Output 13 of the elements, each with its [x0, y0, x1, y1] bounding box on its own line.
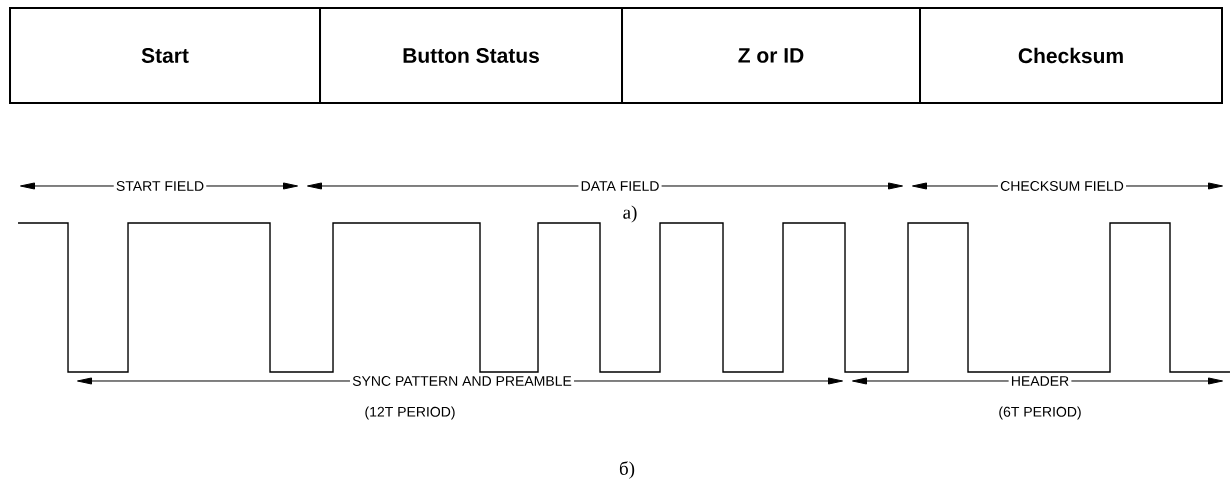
dimension-label: CHECKSUM FIELD	[998, 179, 1126, 193]
dimension-label: DATA FIELD	[578, 179, 662, 193]
dimension-label: HEADER	[1008, 374, 1072, 388]
field-box: Checksum	[919, 7, 1223, 104]
panel-label: а)	[623, 205, 637, 223]
field-box: Start	[9, 7, 321, 104]
period-label: (6T PERIOD)	[999, 406, 1081, 420]
field-box: Z or ID	[621, 7, 921, 104]
period-label: (12T PERIOD)	[365, 406, 455, 420]
panel-label: б)	[619, 461, 635, 479]
field-box: Button Status	[319, 7, 623, 104]
dimension-label: START FIELD	[113, 179, 207, 193]
dimension-label: SYNC PATTERN AND PREAMBLE	[350, 374, 574, 388]
